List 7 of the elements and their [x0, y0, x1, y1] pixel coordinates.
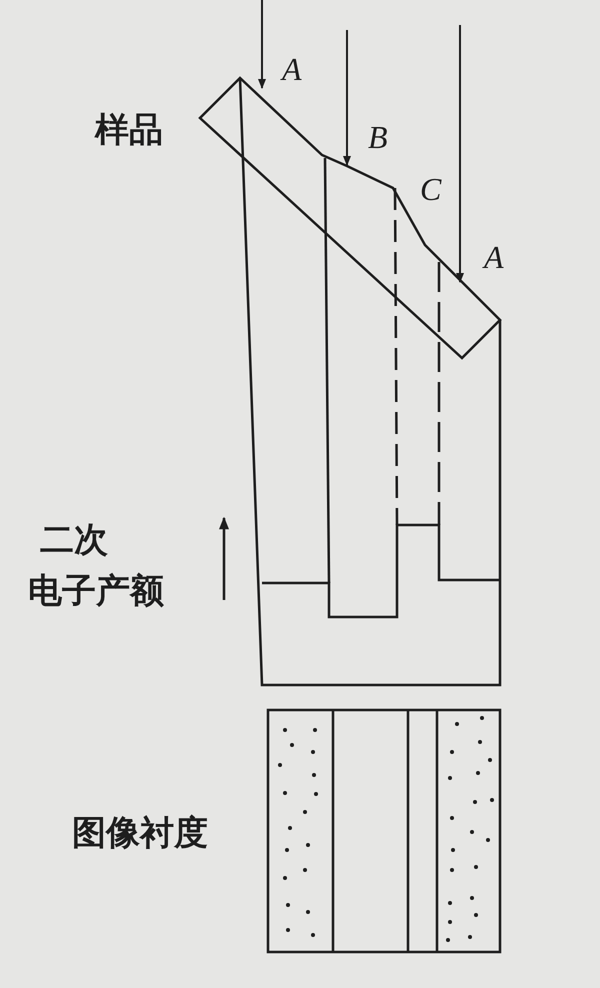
point-label: A: [484, 240, 504, 276]
point-label: B: [368, 120, 388, 156]
axis-label: 图像衬度: [72, 815, 208, 852]
point-label: C: [420, 172, 442, 208]
sample-label: 样品: [95, 112, 163, 150]
axis-label: 二次电子产额: [28, 519, 164, 613]
point-label: A: [282, 52, 302, 88]
